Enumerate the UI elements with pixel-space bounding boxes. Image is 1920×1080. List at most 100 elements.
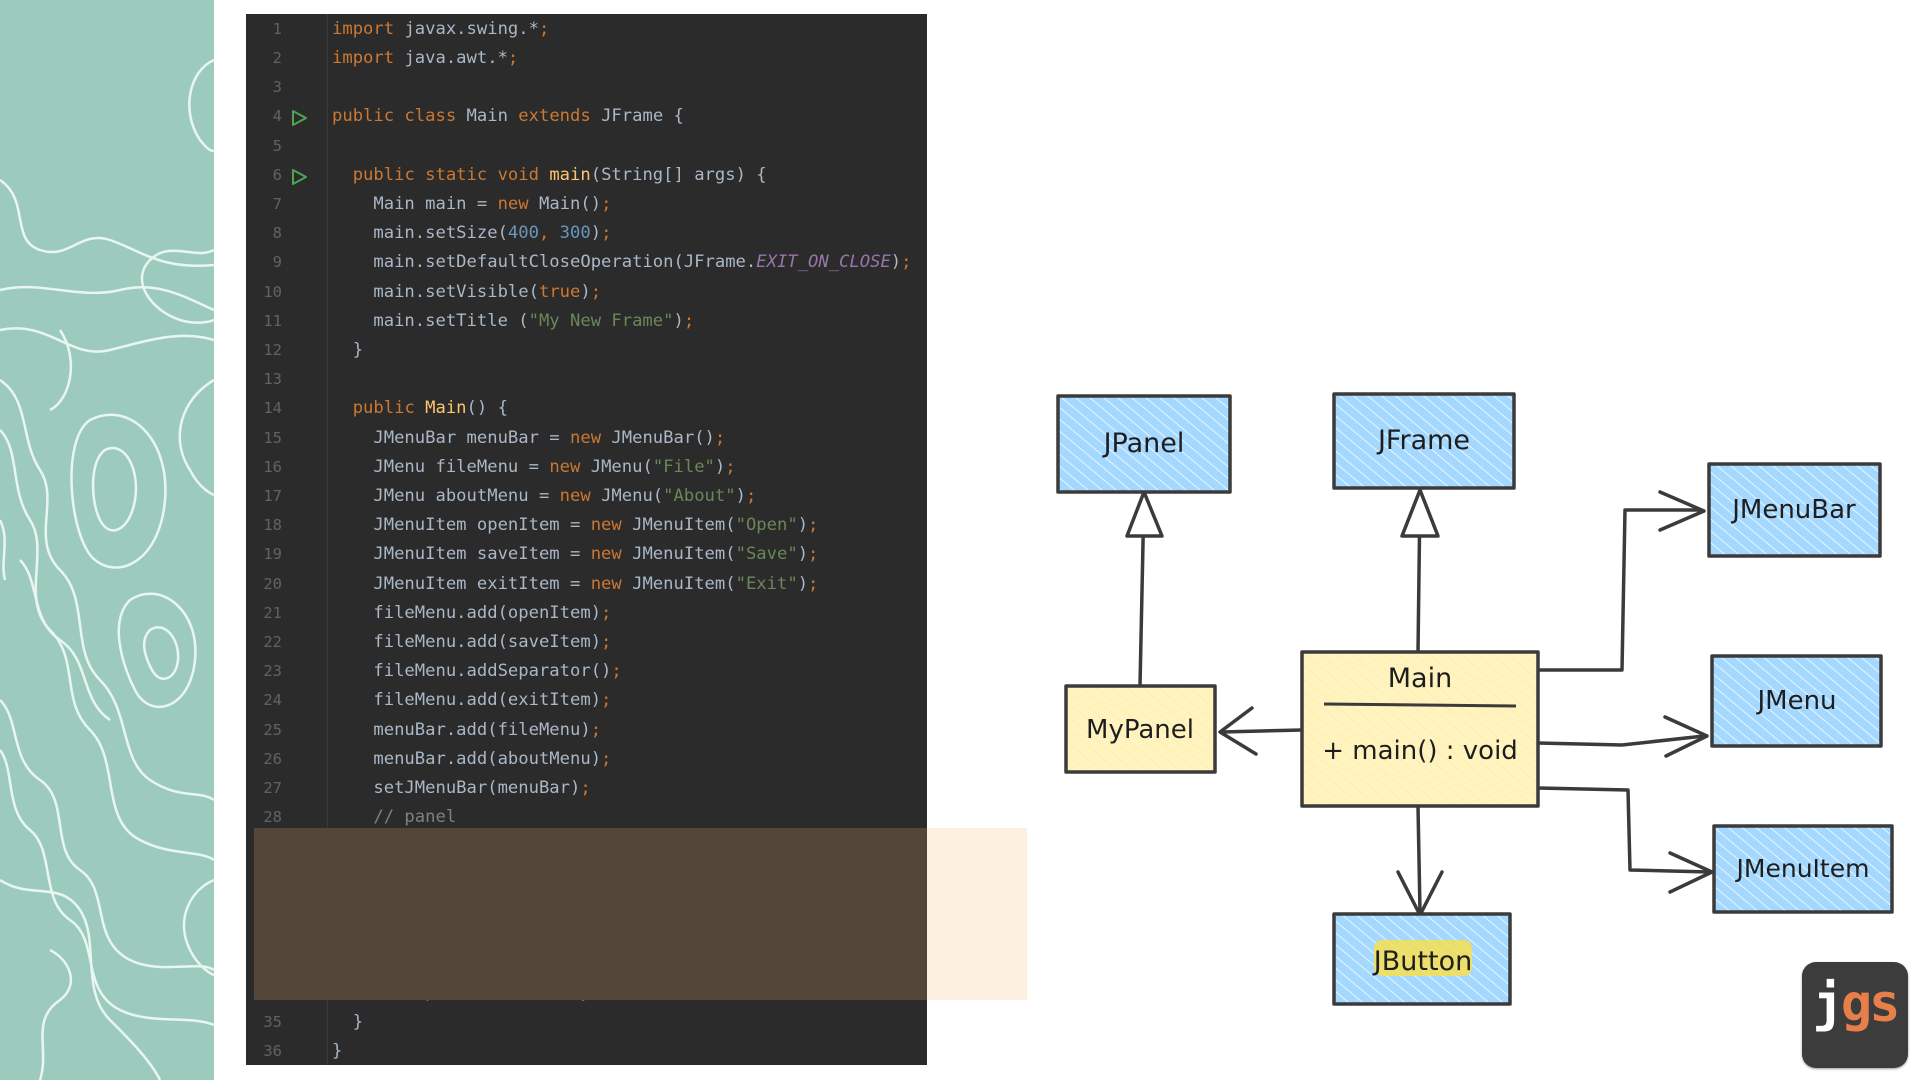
run-gutter-icon[interactable] xyxy=(290,108,308,127)
code-line[interactable]: 25 menuBar.add(fileMenu); xyxy=(246,716,927,745)
code-line[interactable]: 16 JMenu fileMenu = new JMenu("File"); xyxy=(246,453,927,482)
line-number: 23 xyxy=(263,662,282,681)
arrowhead-mypanel xyxy=(1218,706,1258,756)
code-line[interactable]: 7 Main main = new Main(); xyxy=(246,190,927,219)
code-line[interactable]: 36} xyxy=(246,1037,927,1065)
jframe-label: JFrame xyxy=(1376,425,1470,456)
code-text: public static void main(String[] args) { xyxy=(332,161,767,190)
code-token: public xyxy=(352,398,426,419)
code-token: new xyxy=(590,515,633,536)
code-token: JMenuItem( xyxy=(632,573,736,594)
gutter-separator xyxy=(327,14,328,1065)
code-token: ; xyxy=(808,544,819,565)
code-token: JMenuItem exitItem = xyxy=(332,573,591,594)
code-line[interactable]: 5 xyxy=(246,132,927,161)
line-number: 12 xyxy=(263,341,282,359)
code-text: Main main = new Main(); xyxy=(332,190,611,219)
code-line[interactable]: 24 fileMenu.add(exitItem); xyxy=(246,686,927,715)
jgs-logo: jgs xyxy=(1802,962,1908,1068)
code-token: ; xyxy=(590,281,602,302)
code-line[interactable]: 18 JMenuItem openItem = new JMenuItem("O… xyxy=(246,511,927,540)
code-token: ; xyxy=(601,690,612,711)
class-box-jmenuitem: JMenuItem xyxy=(1712,824,1894,914)
code-token: new xyxy=(497,194,539,214)
code-token: JMenuBar() xyxy=(611,427,715,448)
line-number: 26 xyxy=(263,749,282,768)
code-token: JMenuItem( xyxy=(632,544,736,565)
code-text: main.setDefaultCloseOperation(JFrame.EXI… xyxy=(332,248,911,277)
code-line[interactable]: 14 public Main() { xyxy=(246,394,927,423)
code-token: "Open" xyxy=(735,515,798,536)
arrowhead-jmenuitem xyxy=(1668,851,1714,894)
code-token: main.setVisible( xyxy=(332,281,539,302)
highlight-overflow-portion xyxy=(927,828,1027,1000)
code-text: JMenuItem saveItem = new JMenuItem("Save… xyxy=(332,540,818,569)
code-line[interactable]: 27 setJMenuBar(menuBar); xyxy=(246,774,927,803)
code-line[interactable]: 15 JMenuBar menuBar = new JMenuBar(); xyxy=(246,424,927,453)
line-number: 7 xyxy=(272,195,282,213)
code-token: ; xyxy=(725,456,736,477)
code-line[interactable]: 20 JMenuItem exitItem = new JMenuItem("E… xyxy=(246,570,927,599)
assoc-main-jbutton xyxy=(1416,804,1422,914)
assoc-main-mypanel xyxy=(1220,728,1304,734)
code-token: ; xyxy=(601,602,612,623)
code-token: EXIT_ON_CLOSE xyxy=(756,252,891,273)
main-class-title: Main xyxy=(1388,663,1452,694)
code-line[interactable]: 22 fileMenu.add(saveItem); xyxy=(246,628,927,657)
assoc-main-jmenubar xyxy=(1536,508,1702,672)
code-token: Main xyxy=(466,106,519,127)
code-line[interactable]: 9 main.setDefaultCloseOperation(JFrame.E… xyxy=(246,248,927,277)
code-token: "My New Frame" xyxy=(528,310,674,331)
line-number: 1 xyxy=(272,19,282,38)
class-box-jbutton: JButton xyxy=(1332,912,1512,1006)
line-number: 8 xyxy=(272,224,282,243)
line-number: 24 xyxy=(263,691,282,710)
code-line[interactable]: 3 xyxy=(246,73,927,102)
code-token: extends xyxy=(518,106,602,127)
code-line[interactable]: 19 JMenuItem saveItem = new JMenuItem("S… xyxy=(246,540,927,569)
line-number: 19 xyxy=(263,545,282,564)
code-text: // panel xyxy=(332,803,456,832)
code-token: "About" xyxy=(663,486,736,506)
code-line[interactable]: 23 fileMenu.addSeparator(); xyxy=(246,657,927,686)
code-line[interactable]: 26 menuBar.add(aboutMenu); xyxy=(246,745,927,774)
run-gutter-icon[interactable] xyxy=(290,167,308,185)
code-line[interactable]: 10 main.setVisible(true); xyxy=(246,278,927,307)
code-line[interactable]: 13 xyxy=(246,365,927,394)
class-box-jpanel: JPanel xyxy=(1056,394,1232,494)
code-token: ) xyxy=(714,456,726,477)
code-token: new xyxy=(570,427,612,448)
jmenu-label: JMenu xyxy=(1755,686,1836,716)
code-text: fileMenu.add(openItem); xyxy=(332,599,611,628)
code-line[interactable]: 28 // panel xyxy=(246,803,927,832)
code-text: menuBar.add(fileMenu); xyxy=(332,716,601,745)
line-number: 14 xyxy=(263,399,282,418)
code-token: JMenuItem( xyxy=(632,515,736,536)
code-token: ; xyxy=(590,719,602,740)
code-line[interactable]: 11 main.setTitle ("My New Frame"); xyxy=(246,307,927,336)
code-token: // panel xyxy=(332,807,457,828)
code-token: fileMenu.addSeparator() xyxy=(332,661,612,682)
code-token xyxy=(332,165,353,185)
line-number: 4 xyxy=(272,107,282,126)
code-line[interactable]: 6 public static void main(String[] args)… xyxy=(246,161,927,190)
line-number: 25 xyxy=(263,720,282,739)
code-line[interactable]: 8 main.setSize(400, 300); xyxy=(246,219,927,248)
jmenubar-label: JMenuBar xyxy=(1730,495,1856,525)
code-line[interactable]: 17 JMenu aboutMenu = new JMenu("About"); xyxy=(246,482,927,511)
code-token: "File" xyxy=(652,456,715,477)
code-text: setJMenuBar(menuBar); xyxy=(332,774,590,803)
code-line[interactable]: 21 fileMenu.add(openItem); xyxy=(246,599,927,628)
line-number: 9 xyxy=(272,253,282,272)
line-number: 36 xyxy=(263,1041,282,1060)
code-line[interactable]: 35 } xyxy=(246,1008,927,1037)
code-token: main xyxy=(549,164,591,185)
code-line[interactable]: 12 } xyxy=(246,336,927,365)
code-token: ; xyxy=(601,748,612,769)
class-box-jmenu: JMenu xyxy=(1710,654,1883,748)
inherit-arrowhead-jframe xyxy=(1400,488,1440,538)
line-number: 27 xyxy=(263,779,282,797)
